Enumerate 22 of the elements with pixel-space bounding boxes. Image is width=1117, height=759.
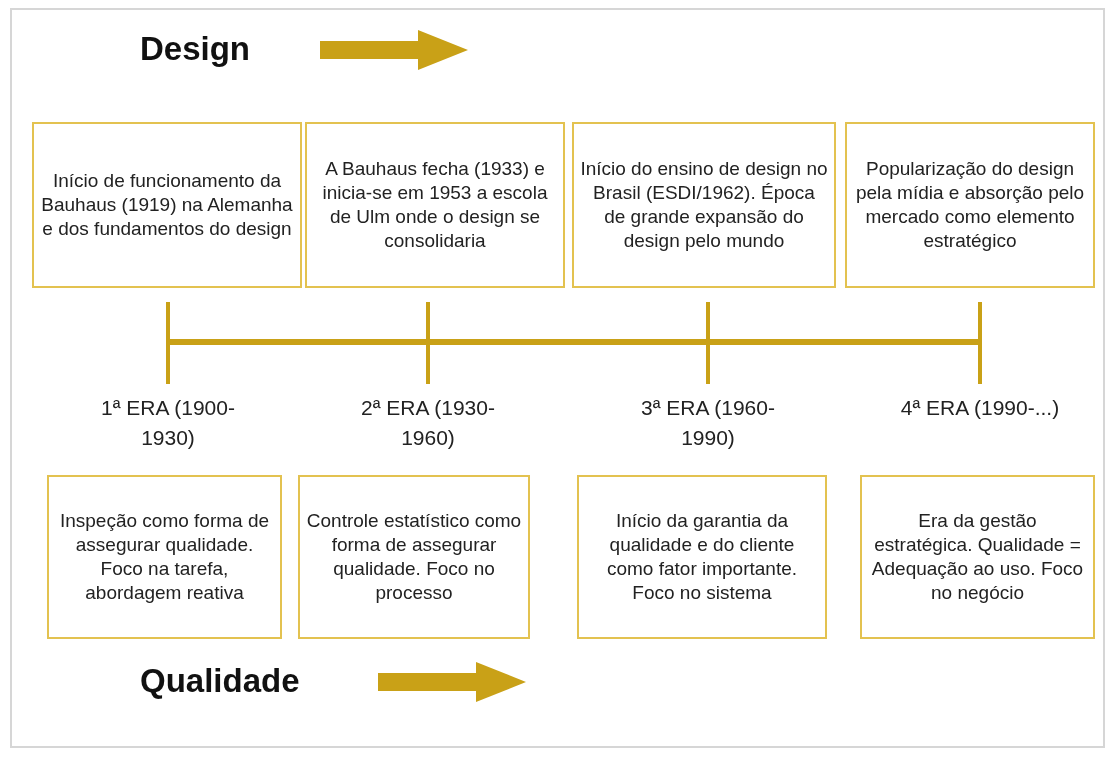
- text-box: [47, 475, 282, 639]
- text-box: [298, 475, 530, 639]
- box-text: Início da garantia da qualidade e do cliente como fator importante. Foco no sistema: [605, 509, 799, 605]
- text-box: [845, 122, 1095, 288]
- text-box: [572, 122, 836, 288]
- box-text: Início de funcionamento da Bauhaus (1919) na Alemanha e dos fundamentos do design: [40, 169, 294, 241]
- era-label: 1ª ERA (1900-1930): [100, 395, 236, 451]
- text-box: [32, 122, 302, 288]
- text-box: [860, 475, 1095, 639]
- section-heading: Qualidade: [140, 662, 300, 700]
- era-label: 2ª ERA (1930-1960): [360, 395, 496, 451]
- era-label: 3ª ERA (1960-1990): [640, 395, 776, 451]
- box-text: Popularização do design pela mídia e absorção pelo mercado como elemento estratégico: [854, 157, 1086, 253]
- box-text: Controle estatístico como forma de assegurar qualidade. Foco no processo: [306, 509, 522, 605]
- text-box: [305, 122, 565, 288]
- text-box: [577, 475, 827, 639]
- section-heading: Design: [140, 30, 251, 68]
- box-text: A Bauhaus fecha (1933) e inicia-se em 1953 a escola de Ulm onde o design se consolidaria: [321, 157, 549, 253]
- box-text: Inspeção como forma de assegurar qualidade. Foco na tarefa, abordagem reativa: [58, 509, 271, 605]
- box-text: Era da gestão estratégica. Qualidade = Adequação ao uso. Foco no negócio: [870, 509, 1085, 605]
- era-label: 4ª ERA (1990-...): [899, 395, 1061, 421]
- box-text: Início do ensino de design no Brasil (ESDI/1962). Época de grande expansão do design pelo mundo: [580, 157, 828, 253]
